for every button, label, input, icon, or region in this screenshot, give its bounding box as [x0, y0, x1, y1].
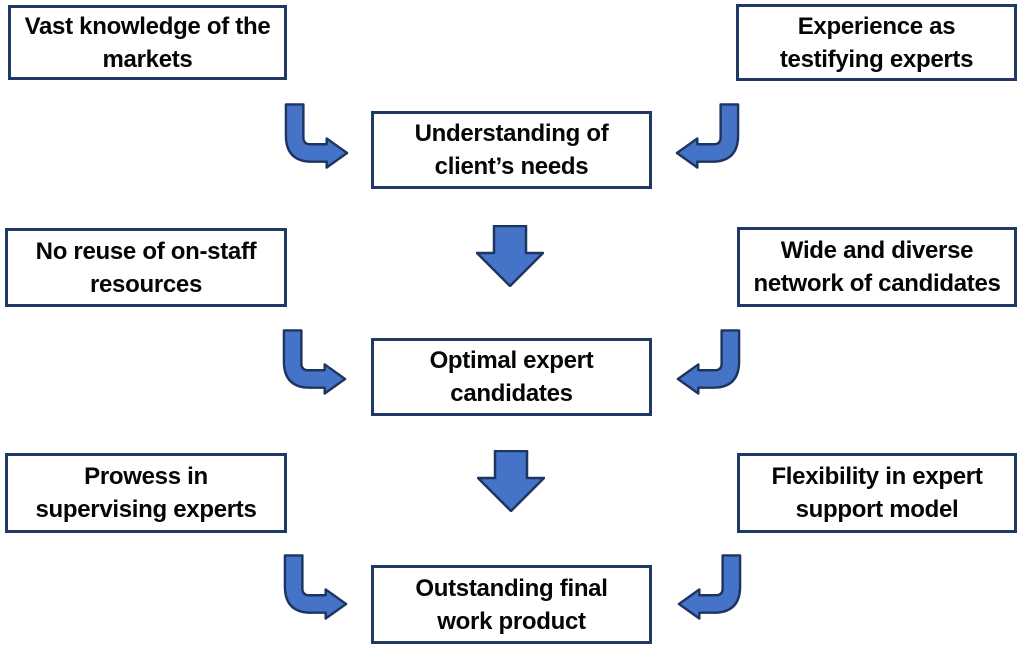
- box-text-line: markets: [102, 45, 193, 73]
- input-box-testifying-experience: Experience as testifying experts: [736, 4, 1017, 81]
- stage-box-understanding-needs: Understanding of client’s needs: [371, 111, 652, 189]
- box-text-line: support model: [795, 496, 959, 523]
- input-box-wide-network: Wide and diverse network of candidates: [737, 227, 1017, 307]
- input-box-flexibility-model: Flexibility in expert support model: [737, 453, 1017, 533]
- box-text-line: Wide and diverse: [780, 237, 974, 264]
- box-text-line: work product: [437, 607, 586, 635]
- down-arrow-icon: [476, 225, 544, 287]
- box-text-line: testifying experts: [779, 45, 974, 73]
- box-text-line: No reuse of on-staff: [35, 237, 257, 265]
- box-text-line: resources: [89, 270, 203, 298]
- stage-box-optimal-candidates: Optimal expert candidates: [371, 338, 652, 416]
- box-text-line: Experience as: [797, 12, 956, 40]
- box-text-line: client’s needs: [434, 153, 589, 180]
- box-text-line: candidates: [450, 380, 573, 407]
- input-box-supervising-prowess: Prowess in supervising experts: [5, 453, 287, 533]
- input-box-vast-knowledge: Vast knowledge of the markets: [8, 5, 287, 80]
- curved-arrow-left-icon: [676, 329, 742, 395]
- box-text-line: Prowess in: [84, 463, 208, 490]
- curved-arrow-right-icon: [283, 103, 349, 169]
- box-text-line: Optimal expert: [429, 347, 594, 374]
- box-text-line: supervising experts: [35, 496, 257, 523]
- box-text-line: Vast knowledge of the: [24, 12, 271, 40]
- box-text-line: Outstanding final: [415, 574, 608, 602]
- input-box-no-reuse: No reuse of on-staff resources: [5, 228, 287, 307]
- box-text-line: Understanding of: [414, 120, 609, 147]
- down-arrow-icon: [477, 450, 545, 512]
- box-text-line: network of candidates: [753, 270, 1001, 297]
- curved-arrow-left-icon: [677, 554, 743, 620]
- box-text-line: Flexibility in expert: [771, 463, 983, 490]
- curved-arrow-right-icon: [282, 554, 348, 620]
- curved-arrow-left-icon: [675, 103, 741, 169]
- stage-box-final-work-product: Outstanding final work product: [371, 565, 652, 644]
- curved-arrow-right-icon: [281, 329, 347, 395]
